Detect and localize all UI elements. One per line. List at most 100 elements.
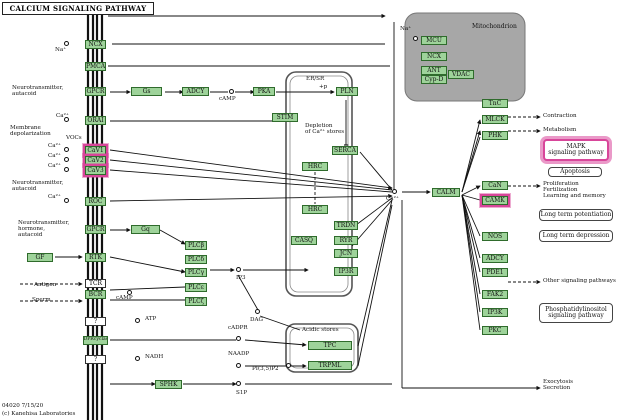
gene-pln[interactable]: PLN <box>336 87 358 96</box>
gene-pka[interactable]: PKA <box>253 87 275 96</box>
s1p-label: S1P <box>236 390 248 396</box>
neurotransmitter-label-2: Neurotransmitter,autacoid <box>12 180 64 192</box>
gene-adprcyclase[interactable]: ADPRcyclase <box>83 336 108 345</box>
gene-jcn[interactable]: JCN <box>334 249 358 258</box>
gene-fak2[interactable]: FAK2 <box>482 290 508 299</box>
gene-pmca[interactable]: PMCA <box>85 62 106 71</box>
ca-label-3: Ca²⁺ <box>48 153 61 159</box>
gene-roc[interactable]: ROC <box>85 197 106 206</box>
gene-orai[interactable]: ORAI <box>85 116 106 125</box>
gene-adcy-2[interactable]: ADCY <box>482 254 508 263</box>
gene-vdac[interactable]: VDAC <box>448 70 474 79</box>
gene-ip3k[interactable]: IP3K <box>482 308 508 317</box>
naadp-circle <box>236 363 241 368</box>
gene-nos[interactable]: NOS <box>482 232 508 241</box>
acidic-stores-label: Acidic stores <box>302 327 339 333</box>
ca-cytosol-label: Ca²⁺ <box>386 196 399 202</box>
gene-hrc-1[interactable]: HRC <box>302 162 328 171</box>
gene-mcu[interactable]: MCU <box>421 36 447 45</box>
ca-circle-4 <box>64 167 69 172</box>
gene-plcz[interactable]: PLCζ <box>185 297 207 306</box>
phospho-label: +p <box>319 84 328 90</box>
gene-gpcr[interactable]: GPCR <box>85 87 106 96</box>
ca-circle-2 <box>64 147 69 152</box>
sperm-label: Sperm <box>32 297 51 303</box>
ca-label-1: Ca²⁺ <box>56 113 69 119</box>
gene-sphk[interactable]: SPHK <box>155 380 182 389</box>
gene-bcr[interactable]: BCR <box>85 290 106 299</box>
gene-gpcr-2[interactable]: GPCR <box>85 225 106 234</box>
gene-ant[interactable]: ANT <box>421 66 447 75</box>
ip3-circle <box>236 267 241 272</box>
gene-phk[interactable]: PHK <box>482 131 508 140</box>
naadp-label: NAADP <box>228 351 250 357</box>
ca-circle-1 <box>64 117 69 122</box>
ca-label-4: Ca²⁺ <box>48 163 61 169</box>
footer-id: 04020 7/15/20 <box>2 403 44 409</box>
gene-cav2[interactable]: CaV2 <box>83 154 108 167</box>
ltp-box[interactable]: Long term potentiation <box>539 209 613 221</box>
s1p-circle <box>236 381 241 386</box>
gene-serca[interactable]: SERCA <box>332 146 358 155</box>
gene-trpml[interactable]: TRPML <box>308 361 352 370</box>
nadh-label: NADH <box>145 354 164 360</box>
ltd-box[interactable]: Long term depression <box>539 230 613 242</box>
gene-casq[interactable]: CASQ <box>291 236 317 245</box>
camp-label-2: cAMP <box>116 295 133 301</box>
ca-label-5: Ca²⁺ <box>48 194 61 200</box>
gene-ncx-mito[interactable]: NCX <box>421 52 447 61</box>
gene-gs[interactable]: Gs <box>131 87 162 96</box>
gene-unknown-2[interactable]: ? <box>85 355 106 364</box>
na-label-1: Na⁺ <box>55 47 67 53</box>
footer-copyright: (c) Kanehisa Laboratories <box>2 411 76 417</box>
metabolism-label: Metabolism <box>543 127 577 133</box>
page-title: CALCIUM SIGNALING PATHWAY <box>2 2 154 15</box>
gene-cyp-d[interactable]: Cyp-D <box>421 75 447 84</box>
gene-tnc[interactable]: TnC <box>482 99 508 108</box>
gene-can[interactable]: CaN <box>482 181 508 190</box>
ca-cytosol-circle <box>392 189 397 194</box>
gene-cav3[interactable]: CaV3 <box>83 164 108 177</box>
pi35p2-label: PI(3,5)P2 <box>252 366 279 372</box>
gene-cav1[interactable]: CaV1 <box>83 144 108 157</box>
gene-hrc-2[interactable]: HRC <box>302 205 328 214</box>
gene-rtk[interactable]: RTK <box>85 253 106 262</box>
camp-circle-2 <box>127 290 132 295</box>
gene-ncx-left[interactable]: NCX <box>85 40 106 49</box>
gene-stim[interactable]: STIM <box>272 113 298 122</box>
antigen-label: Antigen <box>34 282 57 288</box>
gene-plce[interactable]: PLCε <box>185 283 207 292</box>
gene-mlck[interactable]: MLCK <box>482 115 508 124</box>
mitochondrion-label: Mitochondrion <box>472 23 517 30</box>
gene-gf[interactable]: GF <box>27 253 53 262</box>
na-label-2: Na⁺ <box>400 26 412 32</box>
gene-tcr[interactable]: TCR <box>85 279 106 288</box>
gene-tpc[interactable]: TPC <box>308 341 352 350</box>
atp-label: ATP <box>145 316 157 322</box>
apoptosis-box[interactable]: Apoptosis <box>548 167 602 177</box>
gene-plcd[interactable]: PLCδ <box>185 255 207 264</box>
gene-pkc[interactable]: PKC <box>482 326 508 335</box>
gene-ip3r[interactable]: IP3R <box>334 267 358 276</box>
gene-ryr[interactable]: RYR <box>334 236 358 245</box>
gene-trdn[interactable]: TRDN <box>334 221 358 230</box>
gene-gq[interactable]: Gq <box>131 225 160 234</box>
gene-adcy[interactable]: ADCY <box>182 87 209 96</box>
gene-plcg[interactable]: PLCγ <box>185 268 207 277</box>
vocs-label: VOCs <box>66 135 82 141</box>
gene-unknown-1[interactable]: ? <box>85 317 106 326</box>
gene-calm[interactable]: CALM <box>432 188 460 197</box>
cadpr-circle <box>236 336 241 341</box>
dag-circle <box>255 309 260 314</box>
contraction-label: Contraction <box>543 113 577 119</box>
gene-pde1[interactable]: PDE1 <box>482 268 508 277</box>
gene-plcb[interactable]: PLCβ <box>185 241 207 250</box>
dag-label: DAG <box>250 317 263 323</box>
gene-camk[interactable]: CAMK <box>480 194 510 207</box>
